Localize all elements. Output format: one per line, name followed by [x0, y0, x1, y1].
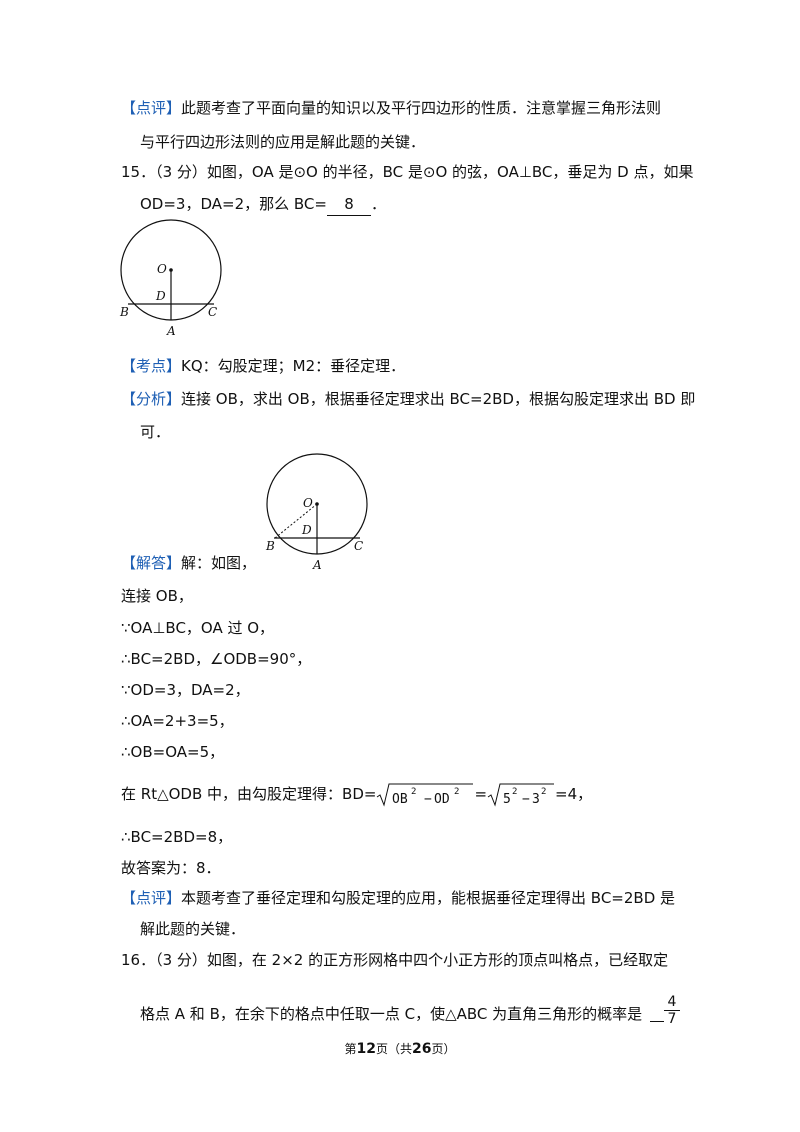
solution-answer: 故答案为：8． [121, 859, 221, 877]
solution-figure: O D B C A [265, 453, 368, 572]
page-total: 26 [412, 1041, 432, 1057]
label-c: C [208, 305, 217, 319]
svg-text:3: 3 [532, 792, 540, 807]
q15-figure: O D B C A [119, 219, 222, 338]
solution-bc: ∴BC=2BD=8， [121, 828, 233, 846]
pythagoras-line: 在 Rt△ODB 中，由勾股定理得：BD= OB 2 − OD 2 = 5 2 … [121, 780, 592, 808]
review2-line-1: 【点评】本题考查了垂径定理和勾股定理的应用，能根据垂径定理得出 BC=2BD 是 [121, 889, 676, 907]
label-a: A [312, 558, 322, 572]
svg-text:2: 2 [541, 787, 546, 797]
solution-step: ∵OA⊥BC，OA 过 O， [121, 619, 275, 637]
q16-fraction: 4 7 [664, 995, 680, 1026]
svg-text:5: 5 [503, 792, 511, 807]
fenxi-line-2: 可． [140, 423, 171, 441]
solution-step: ∴OB=OA=5， [121, 743, 225, 761]
review2-tag: 【点评】 [121, 889, 182, 907]
radical-ob-od: OB 2 − OD 2 [376, 782, 474, 808]
review-line-2: 与平行四边形法则的应用是解此题的关键． [140, 133, 426, 151]
jieda-tag: 【解答】 [121, 554, 182, 572]
radical-5-3: 5 2 − 3 2 [487, 782, 555, 808]
label-o: O [157, 262, 167, 276]
label-b: B [265, 539, 275, 553]
page-footer: 第12页（共26页） [344, 1041, 456, 1057]
svg-text:OB: OB [392, 792, 408, 807]
q16-answer-underline [650, 1021, 664, 1022]
q16-line-1: 16．（3 分）如图，在 2×2 的正方形网格中四个小正方形的顶点叫格点，已经取… [121, 951, 669, 969]
q15-answer: 8 [326, 193, 371, 216]
label-d: D [301, 523, 312, 537]
fraction-numerator: 4 [667, 994, 677, 1010]
review-text: 此题考查了平面向量的知识以及平行四边形的性质．注意掌握三角形法则 [181, 99, 662, 117]
segment-ob-dotted [274, 503, 318, 539]
fenxi-tag: 【分析】 [121, 390, 182, 408]
q16-line-2: 格点 A 和 B，在余下的格点中任取一点 C，使△ABC 为直角三角形的概率是 [140, 1005, 643, 1023]
solution-step: 连接 OB， [121, 587, 193, 605]
kaodian-tag: 【考点】 [121, 357, 182, 375]
jieda-line: 【解答】解：如图， [121, 554, 257, 572]
svg-text:2: 2 [454, 787, 459, 797]
svg-text:−: − [424, 792, 432, 807]
kaodian-line: 【考点】KQ：勾股定理；M2：垂径定理． [121, 357, 406, 375]
svg-text:−: − [522, 792, 530, 807]
review2-line-2: 解此题的关键． [140, 920, 246, 938]
label-d: D [155, 289, 166, 303]
q15-line-1: 15．（3 分）如图，OA 是⊙O 的半径，BC 是⊙O 的弦，OA⊥BC，垂足… [121, 163, 694, 181]
svg-text:OD: OD [434, 792, 450, 807]
fenxi-line-1: 【分析】连接 OB，求出 OB，根据垂径定理求出 BC=2BD，根据勾股定理求出… [121, 390, 696, 408]
label-o: O [303, 496, 313, 510]
solution-step: ∴OA=2+3=5， [121, 712, 234, 730]
solution-step: ∴BC=2BD，∠ODB=90°， [121, 650, 312, 668]
svg-text:2: 2 [512, 787, 517, 797]
fraction-denominator: 7 [667, 1011, 677, 1027]
review-tag: 【点评】 [121, 99, 182, 117]
svg-text:2: 2 [411, 787, 416, 797]
page-number: 12 [356, 1041, 376, 1057]
review-line-1: 【点评】此题考查了平面向量的知识以及平行四边形的性质．注意掌握三角形法则 [121, 97, 661, 119]
solution-step: ∵OD=3，DA=2， [121, 681, 250, 699]
label-a: A [166, 324, 176, 338]
label-b: B [119, 305, 129, 319]
label-c: C [354, 539, 363, 553]
q15-line-2: OD=3，DA=2，那么 BC=8． [140, 193, 386, 216]
